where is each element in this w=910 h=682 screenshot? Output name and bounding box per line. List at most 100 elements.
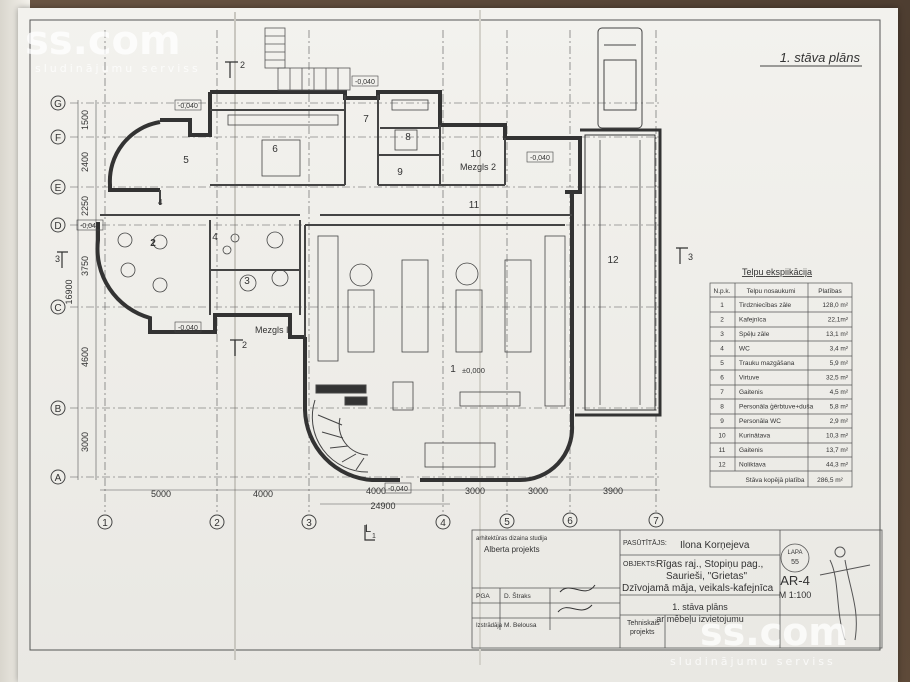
schedule-cell-r6-c3: 32,5 m² bbox=[826, 375, 849, 382]
sheet-code: AR-4 bbox=[780, 573, 810, 588]
watermark-brand-bottom: ss.com bbox=[700, 610, 848, 654]
level-mark-1: -0,040 bbox=[178, 103, 198, 110]
schedule-cell-r8-c3: 5,8 m² bbox=[830, 404, 849, 411]
client-name: Ilona Korņejeva bbox=[680, 540, 750, 551]
client-label: PASŪTĪTĀJS: bbox=[623, 539, 667, 547]
mezgls-1-label: Mezgls I bbox=[255, 325, 289, 335]
row-label-g: G bbox=[54, 99, 62, 110]
schedule-cell-r4-c3: 3,4 m² bbox=[830, 346, 849, 353]
row-dimension-lines bbox=[77, 100, 97, 480]
room-num-9: 9 bbox=[397, 167, 403, 178]
row-label-a: A bbox=[55, 473, 62, 484]
schedule-cell-r1-c3: 128,0 m² bbox=[822, 302, 848, 309]
schedule-cell-r5-c2: Trauku mazgāšana bbox=[739, 360, 795, 367]
schedule-cell-r6-c1: 6 bbox=[720, 375, 724, 382]
col-dim-1: 5000 bbox=[151, 489, 171, 499]
col-dim-2: 4000 bbox=[253, 489, 273, 499]
row-label-e: E bbox=[55, 183, 62, 194]
section-l-sub: 1 bbox=[372, 533, 376, 540]
mezgls-2-label: Mezgls 2 bbox=[460, 162, 496, 172]
col-label-2: 2 bbox=[214, 518, 220, 529]
interior-walls bbox=[100, 95, 572, 337]
section-2-bottom: 2 bbox=[242, 340, 247, 350]
schedule-cell-r9-c1: 9 bbox=[720, 418, 724, 425]
schedule-cell-r3-c1: 3 bbox=[720, 331, 724, 338]
col-dim-5: 3000 bbox=[528, 486, 548, 496]
col-label-4: 4 bbox=[440, 518, 446, 529]
room-numbers: 2 1 3 4 5 6 7 8 9 10 11 12 bbox=[150, 114, 619, 375]
column-dimension-lines bbox=[100, 489, 660, 505]
schedule-cell-r9-c2: Personāla WC bbox=[739, 418, 781, 425]
entrance-stairs bbox=[264, 27, 351, 91]
col-dim-total: 24900 bbox=[370, 501, 395, 511]
studio-name: Alberta projekts bbox=[484, 545, 540, 554]
row-dim-1: 1500 bbox=[80, 110, 90, 130]
schedule-title: Telpu ekspiikācija bbox=[742, 267, 812, 277]
schedule-cell-r8-c1: 8 bbox=[720, 404, 724, 411]
section-l-label: L bbox=[365, 523, 371, 535]
row-label-c: C bbox=[54, 303, 61, 314]
schedule-cell-r2-c2: Kafejnīca bbox=[739, 317, 766, 324]
room-num-12: 12 bbox=[607, 255, 619, 266]
title-block-grid bbox=[471, 529, 883, 649]
col-label-5: 5 bbox=[504, 517, 510, 528]
sheet-scale: M 1:100 bbox=[779, 590, 812, 600]
row-dim-3: 2250 bbox=[80, 196, 90, 216]
schedule-header: N.p.k. Telpu nosaukumi Platības bbox=[714, 288, 843, 295]
row-dim-6: 3000 bbox=[80, 432, 90, 452]
kitchen-furniture bbox=[227, 99, 429, 177]
schedule-cell-r7-c3: 4,5 m² bbox=[830, 389, 849, 396]
room-num-1: 1 bbox=[450, 364, 456, 375]
person-2: M. Belousa bbox=[504, 622, 537, 629]
section-4-label: 4 bbox=[158, 198, 163, 207]
row-label-f: F bbox=[55, 133, 61, 144]
vehicle-symbol bbox=[597, 27, 643, 129]
room-num-10: 10 bbox=[470, 149, 482, 160]
schedule-cell-r2-c3: 22,1m² bbox=[828, 317, 849, 324]
sheet-title: 1. stāva plāns bbox=[780, 50, 861, 65]
schedule-cell-r11-c2: Gaitenis bbox=[739, 447, 764, 454]
level-mark-4: -0,040 bbox=[80, 223, 100, 230]
schedule-cell-r4-c2: WC bbox=[739, 346, 750, 353]
schedule-cell-r10-c3: 10,3 m² bbox=[826, 433, 849, 440]
row-gridlines bbox=[70, 102, 660, 478]
row-dim-2: 2400 bbox=[80, 152, 90, 172]
level-zero: ±0,000 bbox=[462, 366, 485, 375]
object-label: OBJEKTS: bbox=[623, 561, 657, 568]
row-dim-5: 4600 bbox=[80, 347, 90, 367]
object-line-1: Rīgas raj., Stopiņu pag., bbox=[656, 559, 763, 570]
schedule-cell-r3-c2: Spēļu zāle bbox=[739, 331, 770, 338]
room-num-5: 5 bbox=[183, 155, 189, 166]
sheet-desc-2: ar mēbeļu izvietojumu bbox=[656, 614, 744, 624]
schedule-cell-r10-c2: Kurinātava bbox=[739, 433, 770, 440]
schedule-col-area: Platības bbox=[818, 288, 842, 295]
col-dim-4: 3000 bbox=[465, 486, 485, 496]
signatures bbox=[557, 584, 596, 613]
person-1: D. Štraks bbox=[504, 591, 531, 600]
pga-label: PGA bbox=[476, 593, 490, 600]
row-axis-markers: G F E D C B A bbox=[50, 95, 66, 485]
object-line-3: Dzīvojamā māja, veikals-kafejnīca bbox=[622, 583, 774, 594]
schedule-cell-r6-c2: Virtuve bbox=[739, 375, 759, 382]
schedule-cell-r1-c1: 1 bbox=[720, 302, 724, 309]
schedule-cell-r7-c2: Gaitenis bbox=[739, 389, 764, 396]
column-dimensions: 5000 4000 4000 3000 3000 3900 24900 bbox=[151, 486, 623, 511]
room-num-7: 7 bbox=[363, 114, 369, 125]
exterior-walls bbox=[95, 90, 582, 483]
schedule-col-num: N.p.k. bbox=[714, 288, 731, 295]
schedule-cell-r3-c3: 13,1 m² bbox=[826, 331, 849, 338]
section-3-right: 3 bbox=[688, 252, 693, 262]
level-marks: ±0,000 -0,040 -0,040 -0,040 -0,040 -0,04… bbox=[80, 79, 550, 493]
schedule-cell-r1-c2: Tirdzniecības zāle bbox=[739, 302, 792, 309]
schedule-cell-r5-c3: 5,9 m² bbox=[830, 360, 849, 367]
schedule-cell-r2-c1: 2 bbox=[720, 317, 724, 324]
row-dimensions: 1500 2400 2250 3750 16900 4600 3000 bbox=[64, 110, 90, 452]
col-label-3: 3 bbox=[306, 518, 312, 529]
row-label-b: B bbox=[55, 404, 62, 415]
schedule-cell-r11-c3: 13,7 m² bbox=[826, 447, 849, 454]
storage-walls bbox=[575, 128, 662, 417]
column-axis-markers: 1 2 3 4 5 6 7 bbox=[97, 512, 664, 530]
watermark-tagline-top: sludinājumu serviss bbox=[35, 62, 201, 75]
studio-line: arhitektūras dizaina studija bbox=[476, 536, 548, 542]
